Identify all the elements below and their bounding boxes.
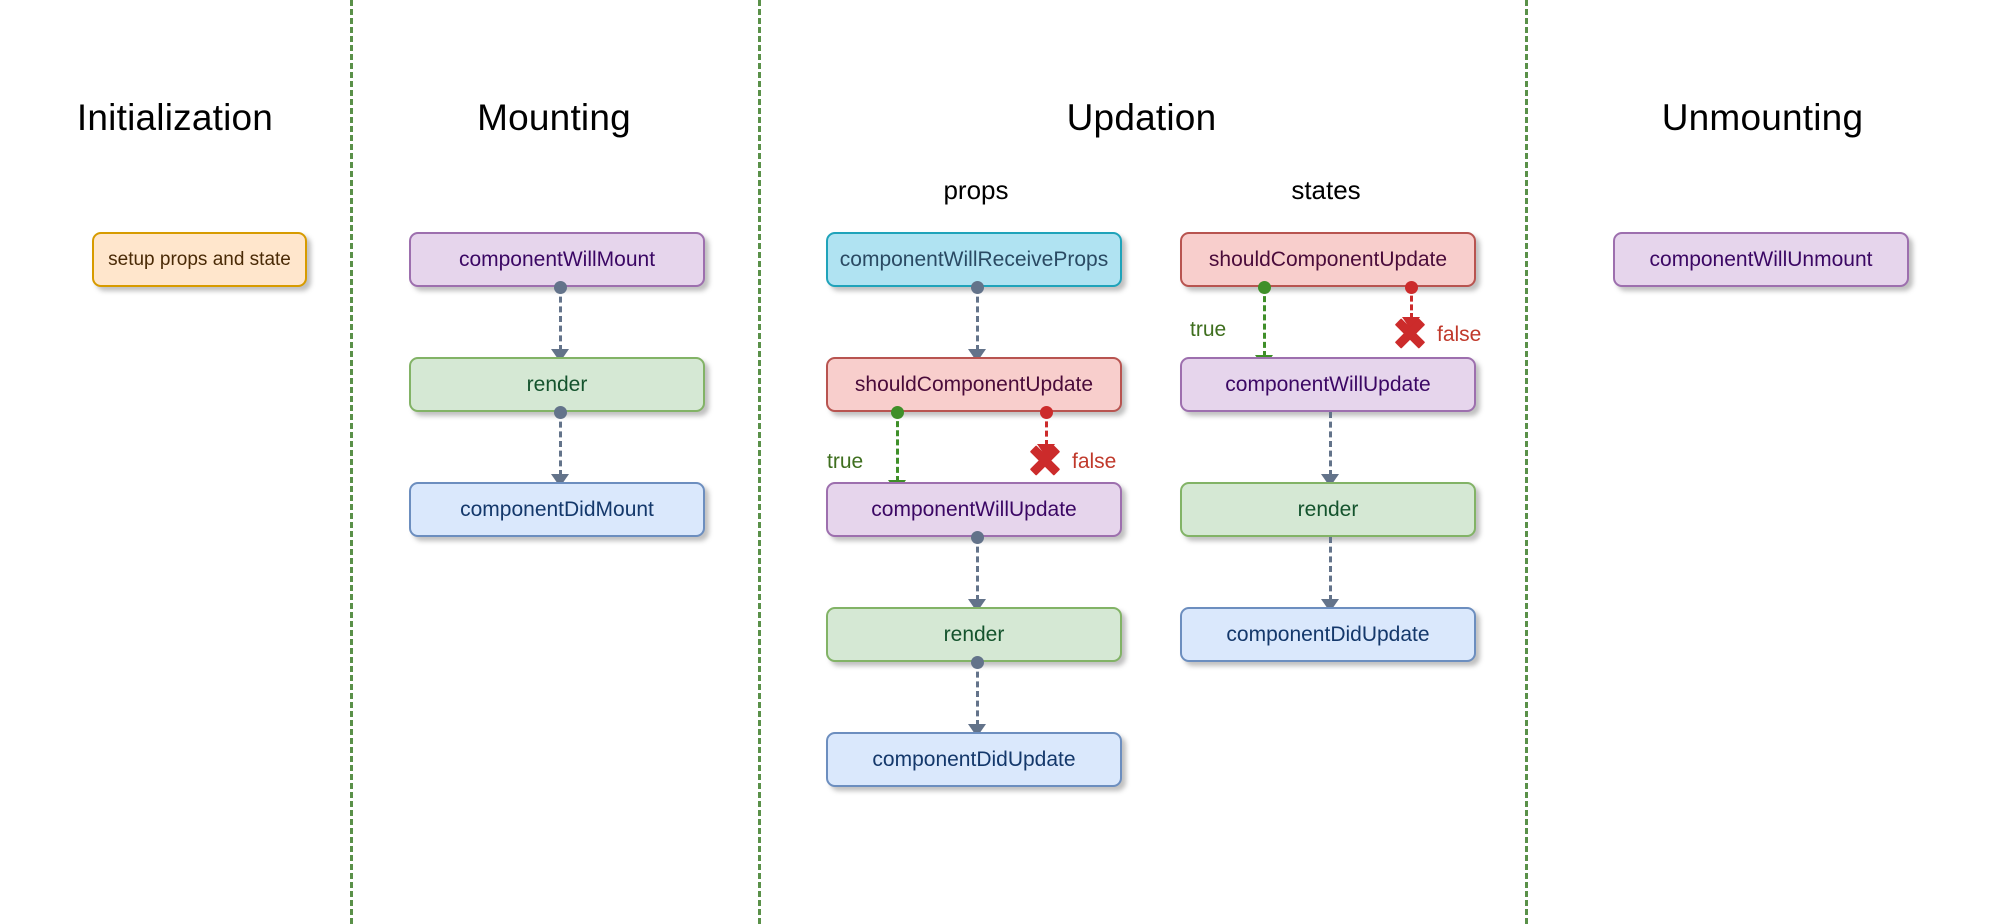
column-title-unmounting: Unmounting: [1661, 97, 1864, 138]
connector-start-dot: [971, 656, 984, 669]
connector-start-dot: [971, 531, 984, 544]
stop-x-icon-props: [1028, 443, 1062, 477]
column-title-initialization: Initialization: [76, 97, 274, 138]
node-render-mounting[interactable]: render: [409, 357, 705, 412]
node-component-will-unmount[interactable]: componentWillUnmount: [1613, 232, 1909, 287]
connector-start-dot: [971, 281, 984, 294]
column-title-updation: Updation: [1066, 97, 1217, 138]
node-component-will-update-props[interactable]: componentWillUpdate: [826, 482, 1122, 537]
branch-label-false-states: false: [1437, 323, 1482, 346]
connector-start-dot: [891, 406, 904, 419]
connector-line: [896, 412, 899, 482]
connector-start-dot: [554, 281, 567, 294]
column-title-mounting: Mounting: [477, 97, 631, 138]
node-setup-props-and-state[interactable]: setup props and state: [92, 232, 307, 287]
connector-line: [1410, 287, 1413, 319]
node-render-states[interactable]: render: [1180, 482, 1476, 537]
connector-start-dot: [1258, 281, 1271, 294]
divider-updation-unmounting: [1525, 0, 1528, 924]
connector-line: [1045, 412, 1048, 446]
node-component-will-update-states[interactable]: componentWillUpdate: [1180, 357, 1476, 412]
connector-line: [559, 287, 562, 351]
node-component-did-update-states[interactable]: componentDidUpdate: [1180, 607, 1476, 662]
divider-initialization-mounting: [350, 0, 353, 924]
branch-label-true-states: true: [1190, 318, 1227, 341]
divider-mounting-updation: [758, 0, 761, 924]
connector-start-dot: [1040, 406, 1053, 419]
node-component-will-mount[interactable]: componentWillMount: [409, 232, 705, 287]
branch-label-true-props: true: [827, 450, 864, 473]
connector-start-dot: [1405, 281, 1418, 294]
connector-line: [1329, 412, 1332, 476]
branch-label-false-props: false: [1072, 450, 1117, 473]
connector-line: [976, 287, 979, 351]
node-should-component-update-states[interactable]: shouldComponentUpdate: [1180, 232, 1476, 287]
connector-line: [559, 412, 562, 476]
stop-x-icon-states: [1393, 316, 1427, 350]
subcolumn-title-states: states: [1291, 175, 1361, 205]
connector-start-dot: [554, 406, 567, 419]
connector-line: [1263, 287, 1266, 357]
node-render-props[interactable]: render: [826, 607, 1122, 662]
subcolumn-title-props: props: [943, 175, 1009, 205]
connector-line: [976, 662, 979, 726]
node-should-component-update-props[interactable]: shouldComponentUpdate: [826, 357, 1122, 412]
connector-line: [1329, 537, 1332, 601]
connector-line: [976, 537, 979, 601]
node-component-will-receive-props[interactable]: componentWillReceiveProps: [826, 232, 1122, 287]
node-component-did-mount[interactable]: componentDidMount: [409, 482, 705, 537]
node-component-did-update-props[interactable]: componentDidUpdate: [826, 732, 1122, 787]
